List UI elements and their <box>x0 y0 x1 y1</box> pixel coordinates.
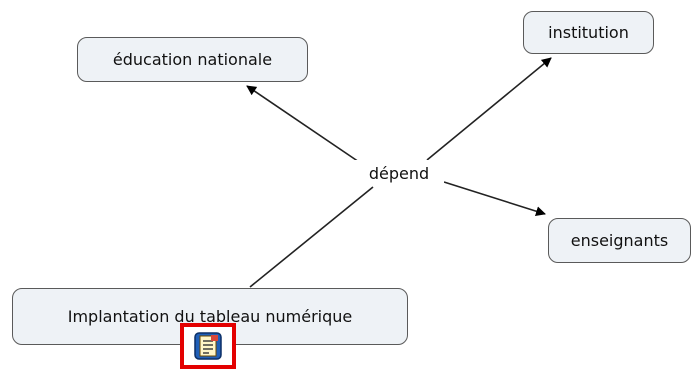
resource-highlight-box[interactable] <box>180 323 236 369</box>
concept-label-education-nationale: éducation nationale <box>112 50 273 69</box>
arrow-to-institution <box>426 57 552 161</box>
concept-node-enseignants[interactable]: enseignants <box>548 218 691 263</box>
linking-phrase-text: dépend <box>368 163 430 183</box>
link-implantation-to-depend <box>249 186 374 288</box>
linking-phrase-depend[interactable]: dépend <box>354 160 444 186</box>
concept-label-implantation: Implantation du tableau numérique <box>67 307 353 326</box>
concept-label-institution: institution <box>548 23 629 42</box>
concept-label-enseignants: enseignants <box>570 231 669 250</box>
arrow-to-enseignants <box>443 181 546 217</box>
concept-node-institution[interactable]: institution <box>523 11 654 54</box>
concept-node-education-nationale[interactable]: éducation nationale <box>77 37 308 82</box>
arrow-to-education-nationale <box>246 85 363 165</box>
document-resource-icon[interactable] <box>194 332 222 360</box>
